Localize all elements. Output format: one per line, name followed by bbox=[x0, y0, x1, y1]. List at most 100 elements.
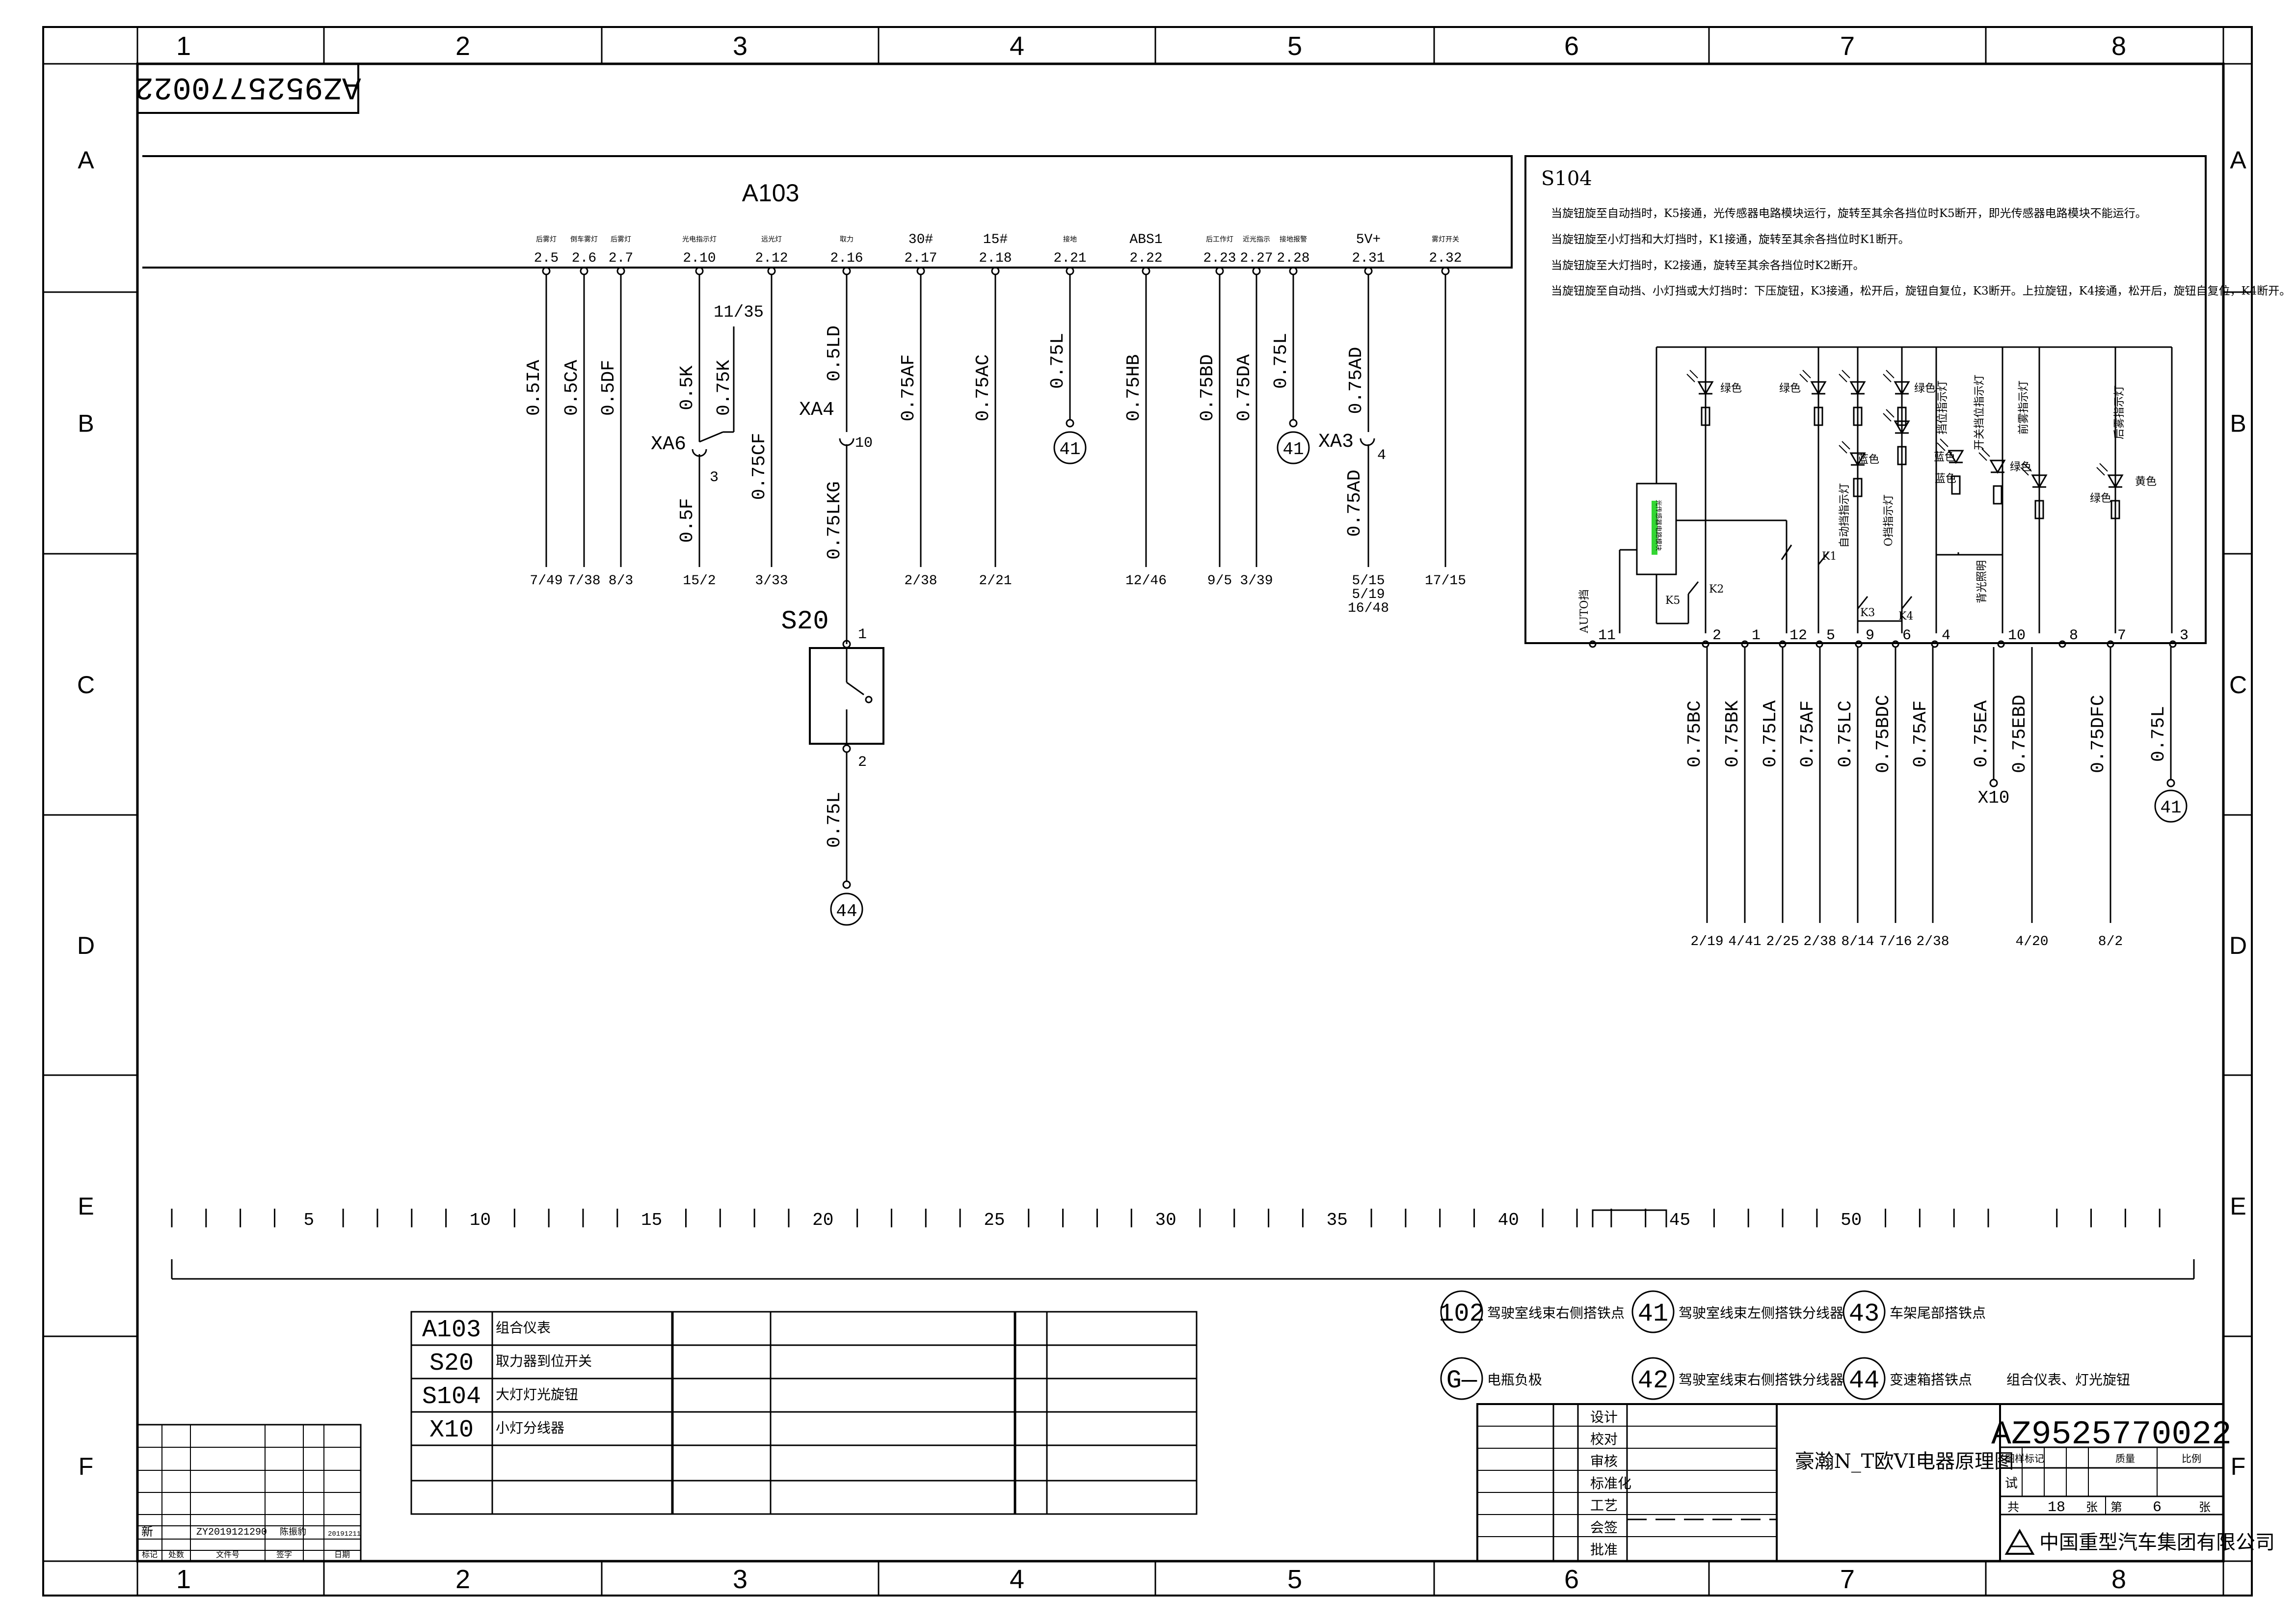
legend-code: 102 bbox=[1439, 1299, 1485, 1328]
drawing-number: AZ9525770022 bbox=[1991, 1416, 2232, 1454]
led-color-label: 绿色 bbox=[2010, 461, 2031, 473]
xa6-pin: 3 bbox=[710, 469, 719, 486]
wire-label: 0.5K bbox=[677, 365, 698, 410]
wire-label: 0.75HB bbox=[1123, 354, 1145, 422]
column-label: 1 bbox=[176, 1565, 191, 1594]
xa4-label: XA4 bbox=[799, 399, 834, 421]
s20-pto-switch: S20 1 2 0.75L 44 bbox=[781, 528, 884, 926]
a103-pin: 接地2.210.75L bbox=[1047, 235, 1087, 420]
part-code: S20 bbox=[429, 1350, 474, 1378]
wire-label: 0.5LD bbox=[824, 325, 845, 381]
sheet-number: 6 bbox=[2153, 1499, 2162, 1516]
pin-function: 远光灯 bbox=[761, 236, 782, 244]
s20-title: S20 bbox=[781, 607, 828, 637]
column-label: 3 bbox=[733, 31, 748, 61]
approval-role: 审核 bbox=[1590, 1453, 1618, 1469]
led-color-label: 蓝色 bbox=[1935, 473, 1956, 485]
lamp-label: O挡指示灯 bbox=[1883, 494, 1895, 546]
ground-41-label: 41 bbox=[1282, 439, 1304, 460]
sheet-label: 张 bbox=[2086, 1500, 2098, 1514]
wire-label: 0.5CA bbox=[561, 360, 583, 416]
sheet-suffix: 张 bbox=[2199, 1500, 2211, 1514]
company-logo-icon bbox=[2004, 1528, 2035, 1555]
led-icon: 绿色 bbox=[1978, 448, 2031, 505]
pin-function: 后雾灯 bbox=[611, 236, 631, 244]
s104-output-wires: 0.75BC2/190.75BK4/410.75LA2/250.75AF2/38… bbox=[1684, 647, 2172, 949]
wire-label: 0.75BK bbox=[1722, 700, 1743, 767]
pin-function: 光电指示灯 bbox=[682, 236, 717, 244]
destination-ref: 7/38 bbox=[567, 573, 600, 589]
pin-number: 2.16 bbox=[830, 251, 863, 266]
ruler-label: 15 bbox=[641, 1210, 662, 1230]
auto-label: AUTO挡 bbox=[1578, 589, 1591, 633]
revision-date: 20191211 bbox=[328, 1530, 361, 1538]
led-icon: 绿色 bbox=[1883, 370, 1936, 426]
pin-function: 接地 bbox=[1063, 235, 1077, 244]
xa6-ref: 11/35 bbox=[714, 303, 764, 322]
part-code: A103 bbox=[422, 1316, 481, 1344]
pin-number: 2.18 bbox=[979, 251, 1012, 266]
legend-code: G— bbox=[1446, 1366, 1477, 1395]
switch-k1: K1 bbox=[1822, 550, 1837, 563]
wire-label: 0.75DFC bbox=[2088, 695, 2109, 773]
pin-function: 雾灯开关 bbox=[1432, 236, 1459, 244]
lamp-label: 挡位指示灯 bbox=[1937, 380, 1949, 434]
row-label: D bbox=[77, 932, 95, 959]
column-label: 5 bbox=[1287, 1565, 1302, 1594]
led-icon bbox=[1839, 370, 1866, 426]
approval-role: 工艺 bbox=[1590, 1497, 1618, 1514]
sheet-no-label: 第 bbox=[2110, 1500, 2122, 1514]
wire-label: 0.75L bbox=[1271, 333, 1292, 389]
row-label: A bbox=[2230, 146, 2246, 174]
xa3-pin: 4 bbox=[1377, 447, 1386, 464]
s104-note: 当旋钮旋至大灯挡时，K2接通，旋转至其余各挡位时K2断开。 bbox=[1551, 259, 1865, 272]
rotated-drawing-number: AZ9525770022 bbox=[135, 63, 361, 114]
x10-label: X10 bbox=[1978, 788, 2010, 808]
s104-ground-label: 41 bbox=[2160, 798, 2181, 818]
revision-doc-no: ZY2019121290 bbox=[196, 1527, 267, 1538]
row-label: F bbox=[2231, 1453, 2246, 1480]
revision-mark: 新 bbox=[141, 1525, 153, 1539]
a103-pin-list: 后雾灯2.50.5IA7/49倒车雾灯2.60.5CA7/38后雾灯2.70.5… bbox=[524, 232, 1466, 623]
switch-k3: K3 bbox=[1860, 607, 1875, 619]
a103-ground-2-21: 41 bbox=[1053, 419, 1087, 464]
lamp-label: 前雾指示灯 bbox=[2018, 380, 2030, 434]
wire-label: 0.75CF bbox=[749, 433, 770, 500]
xa4-wire-out: 0.75LKG bbox=[824, 481, 845, 560]
terminal-number: 2 bbox=[1712, 627, 1721, 644]
destination-ref: 2/21 bbox=[979, 573, 1012, 589]
destination-ref: 2/38 bbox=[1803, 934, 1836, 949]
pin-number: 2.17 bbox=[904, 251, 937, 266]
column-label: 7 bbox=[1840, 31, 1855, 61]
destination-ref: 8/3 bbox=[609, 573, 633, 589]
ruler-label: 45 bbox=[1669, 1210, 1690, 1230]
drawing-frame bbox=[42, 26, 2253, 1597]
led-icon bbox=[2020, 463, 2048, 519]
destination-ref: 2/19 bbox=[1690, 934, 1723, 949]
part-code: X10 bbox=[429, 1416, 474, 1444]
approval-role: 批准 bbox=[1590, 1542, 1618, 1558]
legend-description: 电瓶负极 bbox=[1487, 1372, 1542, 1388]
xa4-pin: 10 bbox=[855, 435, 873, 452]
column-label: 3 bbox=[733, 1565, 748, 1594]
revision-header: 标记 bbox=[142, 1550, 158, 1559]
legend-code: 42 bbox=[1638, 1366, 1668, 1395]
destination-ref: 4/41 bbox=[1728, 934, 1761, 949]
led-icon bbox=[1883, 409, 1910, 465]
lamp-label: 开关挡位指示灯 bbox=[1974, 375, 1986, 450]
wire-label: 0.75AF bbox=[1910, 701, 1931, 768]
column-label: 5 bbox=[1287, 31, 1302, 61]
part-code: S104 bbox=[422, 1383, 481, 1411]
pin-function: 后雾灯 bbox=[536, 236, 557, 244]
